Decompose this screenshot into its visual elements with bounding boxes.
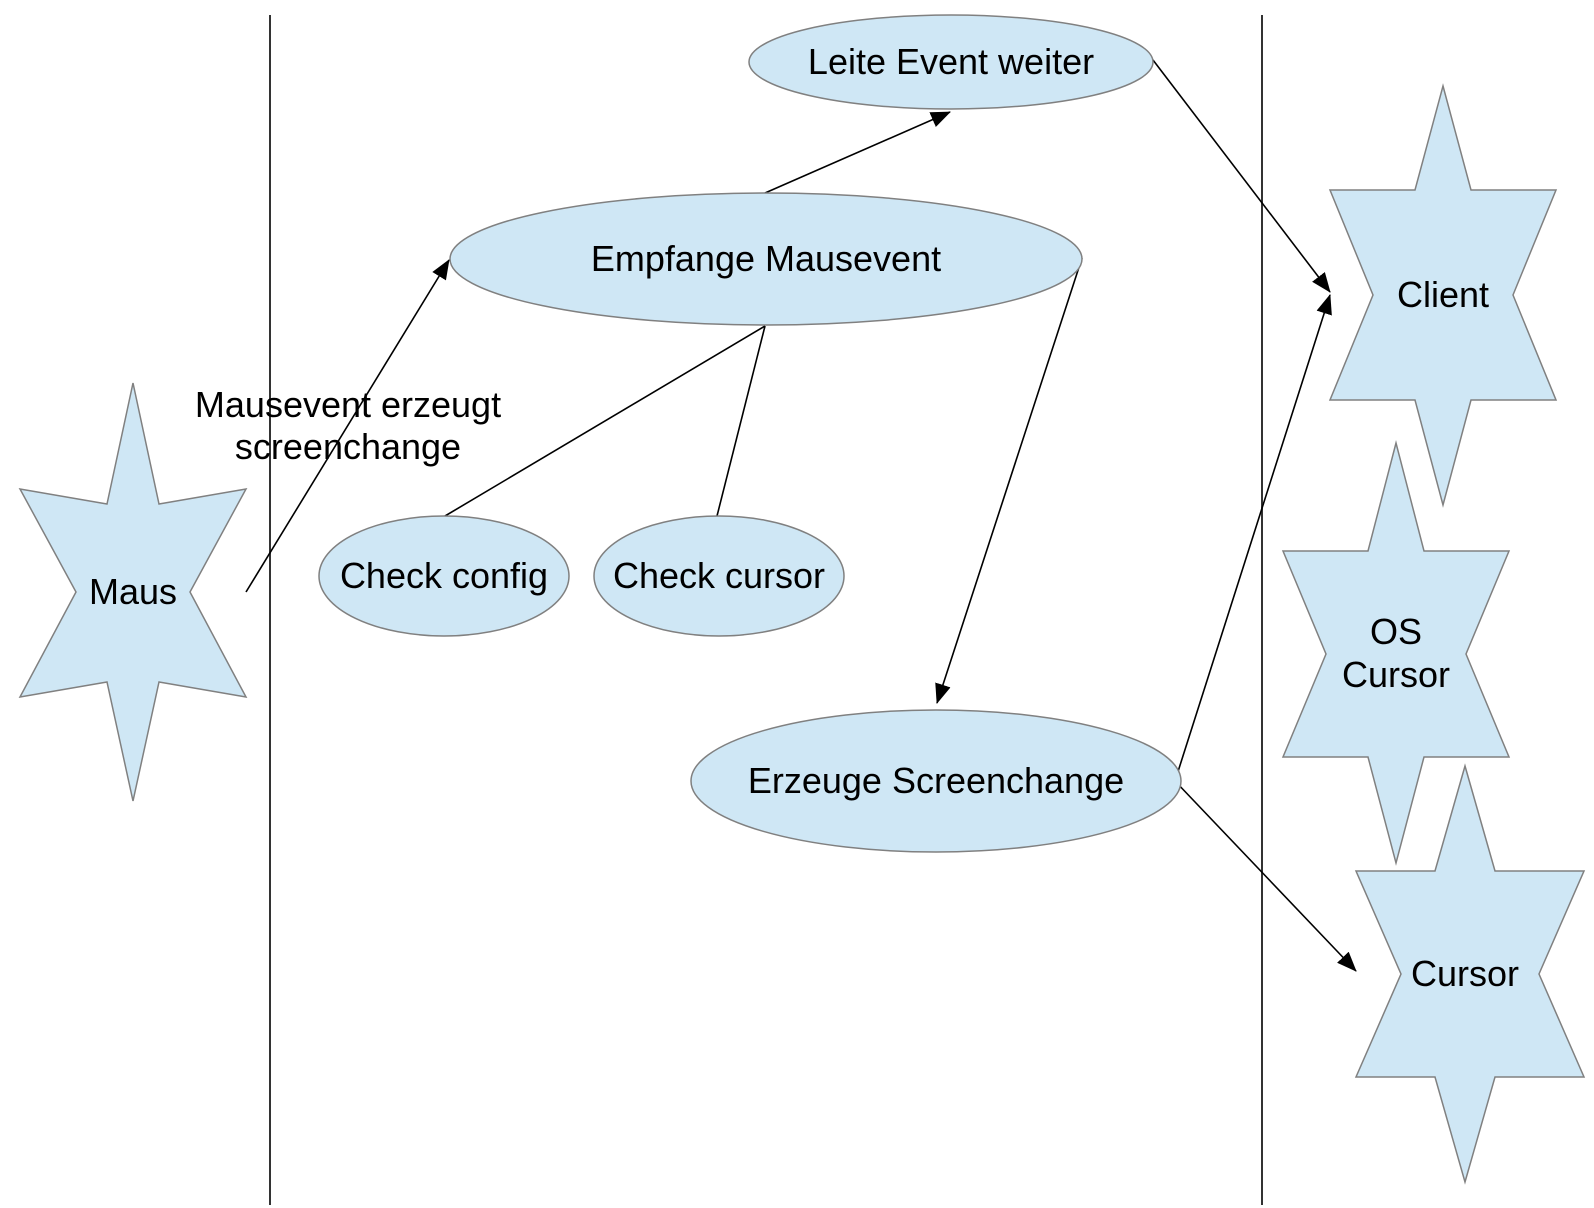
actor-maus[interactable]: Maus <box>18 382 248 802</box>
use-case-leite-event-weiter-label: Leite Event weiter <box>808 41 1094 82</box>
annotation-mausevent-erzeugt-screenchange: Mausevent erzeugt screenchange <box>195 384 501 467</box>
use-case-check-config-label: Check config <box>340 555 548 596</box>
actor-cursor[interactable]: Cursor <box>1354 763 1586 1185</box>
use-case-erzeuge-screenchange[interactable]: Erzeuge Screenchange <box>690 709 1182 853</box>
use-case-check-cursor-label: Check cursor <box>613 555 825 596</box>
use-case-empfange-mausevent[interactable]: Empfange Mausevent <box>449 192 1083 326</box>
annotation-line-1: Mausevent erzeugt <box>195 384 501 425</box>
use-case-check-config-shape <box>318 515 570 637</box>
use-case-leite-event-weiter-shape <box>748 14 1154 110</box>
edge-leite-to-client <box>1152 59 1331 293</box>
connections <box>245 59 1357 972</box>
link-empfange-check-config <box>444 325 766 517</box>
edge-maus-to-empfange <box>245 259 450 593</box>
use-case-check-cursor-shape <box>593 515 845 637</box>
link-empfange-check-cursor <box>716 325 766 517</box>
annotation-line-2: screenchange <box>235 426 461 467</box>
use-case-empfange-mausevent-label: Empfange Mausevent <box>591 238 941 279</box>
edge-empfange-to-leite <box>764 111 951 194</box>
edge-erzeuge-to-cursor <box>1174 780 1357 972</box>
use-case-check-config[interactable]: Check config <box>318 515 570 637</box>
actor-os-cursor-label-line-1: OS <box>1370 611 1422 652</box>
use-case-erzeuge-screenchange-label: Erzeuge Screenchange <box>748 760 1124 801</box>
use-case-erzeuge-screenchange-shape <box>690 709 1182 853</box>
actor-os-cursor[interactable]: OS Cursor <box>1281 440 1511 866</box>
actor-cursor-star-icon <box>1354 763 1586 1185</box>
actor-os-cursor-star-icon <box>1281 440 1511 866</box>
edge-erzeuge-to-client <box>1174 294 1332 782</box>
use-case-leite-event-weiter[interactable]: Leite Event weiter <box>748 14 1154 110</box>
edge-empfange-to-erzeuge <box>935 257 1083 704</box>
actor-client-star-icon <box>1328 83 1558 508</box>
actor-os-cursor-label-line-2: Cursor <box>1342 654 1450 695</box>
use-case-empfange-mausevent-shape <box>449 192 1083 326</box>
actor-cursor-label: Cursor <box>1411 953 1519 994</box>
use-case-check-cursor[interactable]: Check cursor <box>593 515 845 637</box>
actor-maus-star-icon <box>18 382 248 802</box>
actor-maus-label: Maus <box>89 571 177 612</box>
actor-client-label: Client <box>1397 274 1489 315</box>
actor-client[interactable]: Client <box>1328 83 1558 508</box>
